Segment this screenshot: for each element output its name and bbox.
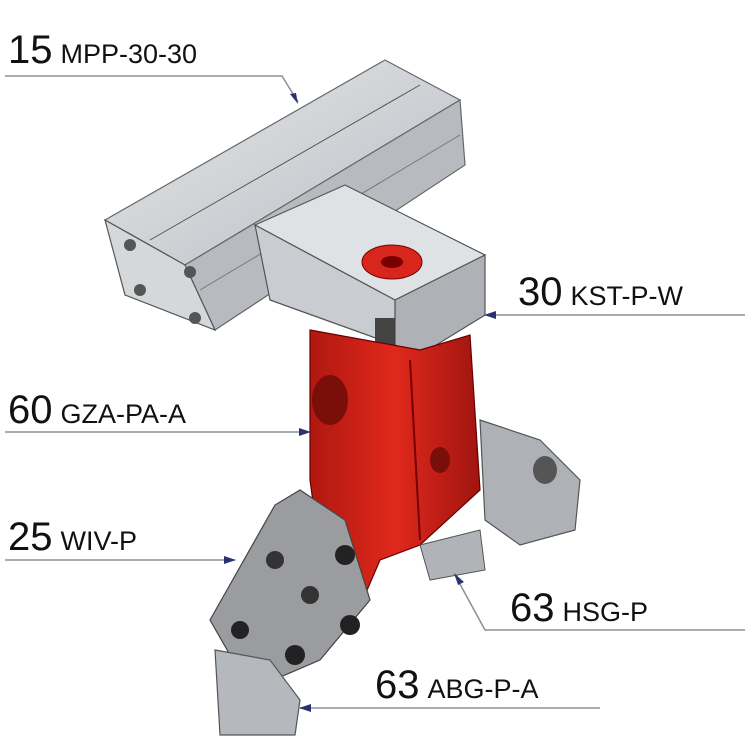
leader-arrows [224,93,496,712]
clamp-kst-p-w [253,184,487,356]
clamp-gza-pa-a [309,329,481,596]
callout-qty: 25 [8,515,53,559]
callout-qty: 63 [375,663,420,707]
callout-code: GZA-PA-A [60,399,187,429]
callout-code: KST-P-W [570,281,684,311]
callout-qty: 60 [8,388,53,432]
callout-code: WIV-P [60,526,138,556]
callout-qty: 15 [8,28,53,72]
callout-code: ABG-P-A [427,674,539,704]
callout-code: HSG-P [562,597,649,627]
leader-hsg [454,574,745,631]
part-abg-p-a [214,649,301,736]
leader-lines [5,75,745,709]
part-hsg-p [419,419,581,581]
callout-qty: 63 [510,586,555,630]
callout-code: MPP-30-30 [60,39,198,69]
callout-qty: 30 [518,270,563,314]
leader-mpp [5,75,299,103]
